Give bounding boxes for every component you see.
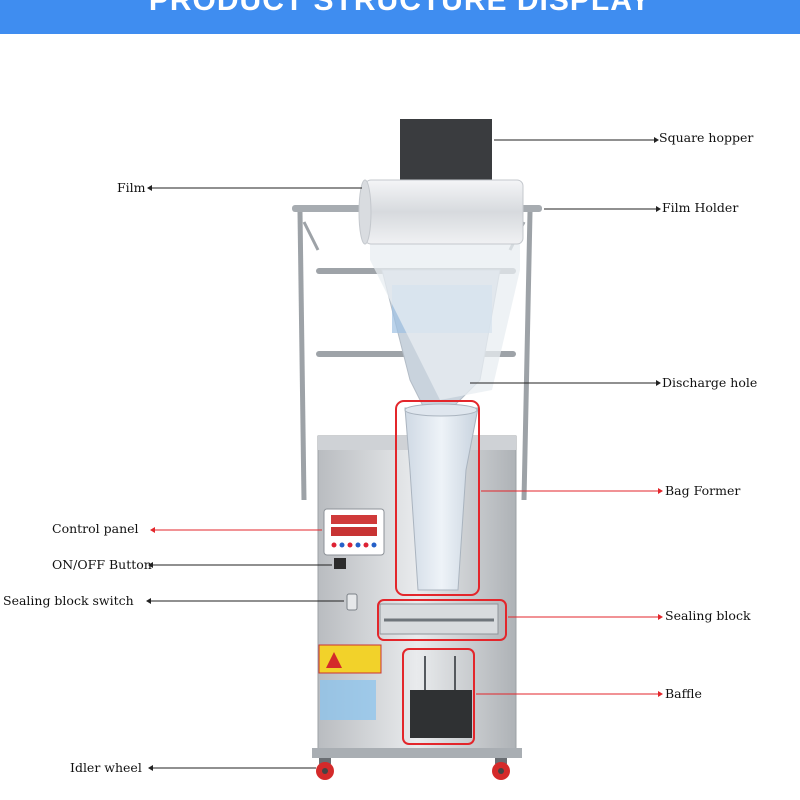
label-on-off-button: ON/OFF Button [52,557,152,572]
banner-title: PRODUCT STRUCTURE DISPLAY [148,0,652,17]
idler-wheel-left [316,758,334,780]
sealing-block-highlight [377,599,507,641]
warning-sticker [318,644,382,674]
label-idler-wheel: Idler wheel [70,760,142,775]
idler-wheel-right [492,758,510,780]
bag-former-highlight [395,400,480,596]
label-sealing-block: Sealing block [665,608,751,623]
on-off-switch [334,558,346,569]
highlight-leader-lines [150,488,663,697]
title-banner: PRODUCT STRUCTURE DISPLAY [0,0,800,34]
square-hopper [400,119,492,183]
film-roll [358,179,524,245]
brand-sticker [320,680,376,720]
baffle-highlight [402,648,475,745]
label-discharge-hole: Discharge hole [662,375,758,390]
label-square-hopper: Square hopper [659,130,754,145]
label-film-holder: Film Holder [662,200,739,215]
baffle-unit [410,656,472,738]
label-baffle: Baffle [665,686,702,701]
leader-lines [146,137,661,771]
machine-base [312,748,522,758]
label-film: Film [117,180,146,195]
label-sealing-block-switch: Sealing block switch [3,593,134,608]
label-bag-former: Bag Former [665,483,741,498]
control-panel-unit [323,508,385,556]
label-control-panel: Control panel [52,521,139,536]
sealing-switch [346,593,358,611]
film-sheet [370,210,520,400]
